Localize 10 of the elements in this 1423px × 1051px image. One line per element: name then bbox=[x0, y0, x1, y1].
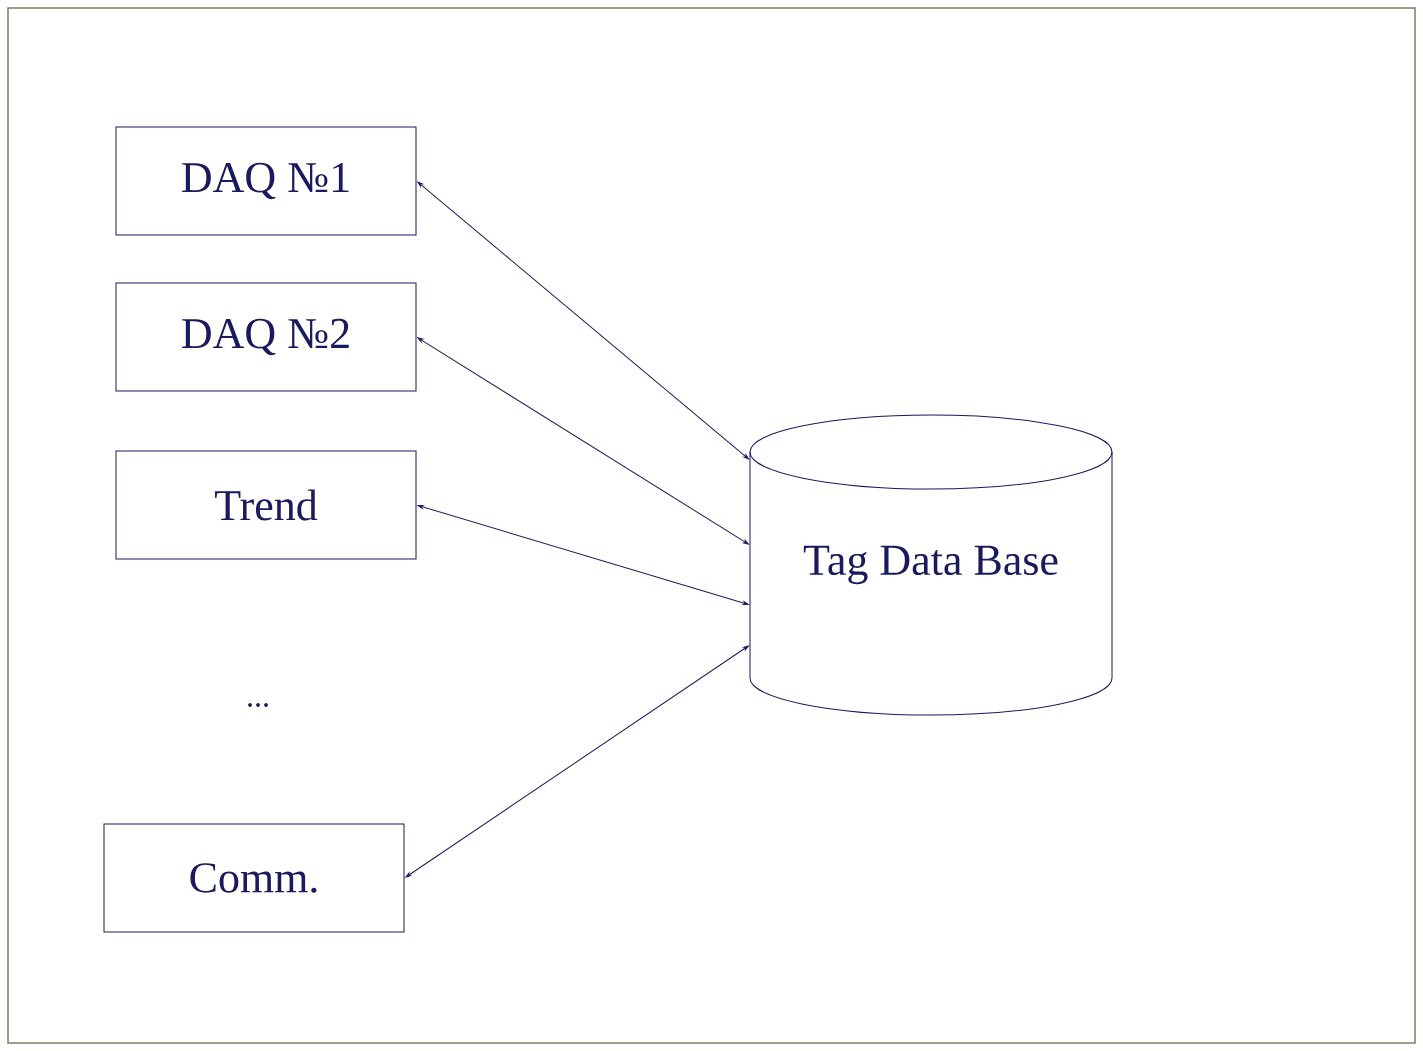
arrow bbox=[405, 645, 749, 878]
ellipsis-text: ... bbox=[248, 703, 268, 707]
database-cylinder: Tag Data Base bbox=[749, 414, 1113, 716]
process-box: Comm. bbox=[103, 823, 405, 933]
arrow bbox=[417, 504, 749, 606]
arrow bbox=[417, 181, 749, 460]
process-box: DAQ №1 bbox=[115, 126, 417, 236]
process-box: DAQ №2 bbox=[115, 282, 417, 392]
arrow bbox=[417, 337, 749, 545]
process-box: Trend bbox=[115, 450, 417, 560]
